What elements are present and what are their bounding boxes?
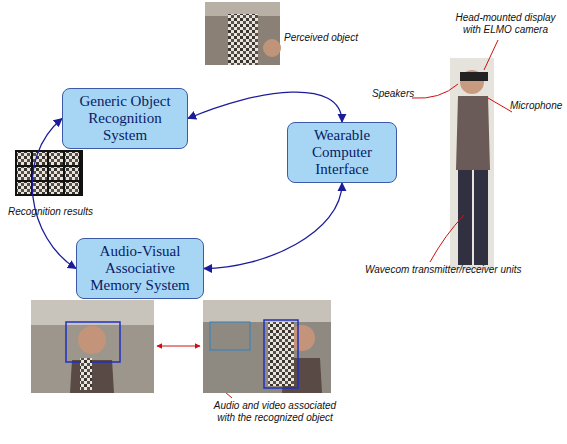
annotation-label: Microphone <box>510 100 565 112</box>
perceived-object-photo <box>205 2 281 65</box>
leader-lines <box>157 40 512 398</box>
annotation-label: Head-mounted display with ELMO camera <box>448 12 563 36</box>
process-box: Wearable Computer Interface <box>287 122 397 183</box>
connector-arrow <box>204 183 342 269</box>
box-title: Generic Object Recognition System <box>69 93 181 144</box>
process-box: Generic Object Recognition System <box>62 88 188 149</box>
process-box: Audio-Visual Associative Memory System <box>76 238 204 299</box>
box-title: Wearable Computer Interface <box>294 127 390 178</box>
box-title: Audio-Visual Associative Memory System <box>83 243 197 294</box>
connector-arrow <box>188 92 342 122</box>
annotation-label: Speakers <box>372 88 432 100</box>
annotation-label: Audio and video associated with the reco… <box>205 400 345 424</box>
associated-photos <box>31 300 331 393</box>
annotation-label: Perceived object <box>284 32 374 44</box>
recognition-grid <box>15 150 83 196</box>
wearable-user-photo <box>450 58 494 270</box>
annotation-label: Recognition results <box>8 206 118 218</box>
annotation-label: Wavecom transmitter/receiver units <box>365 264 540 276</box>
